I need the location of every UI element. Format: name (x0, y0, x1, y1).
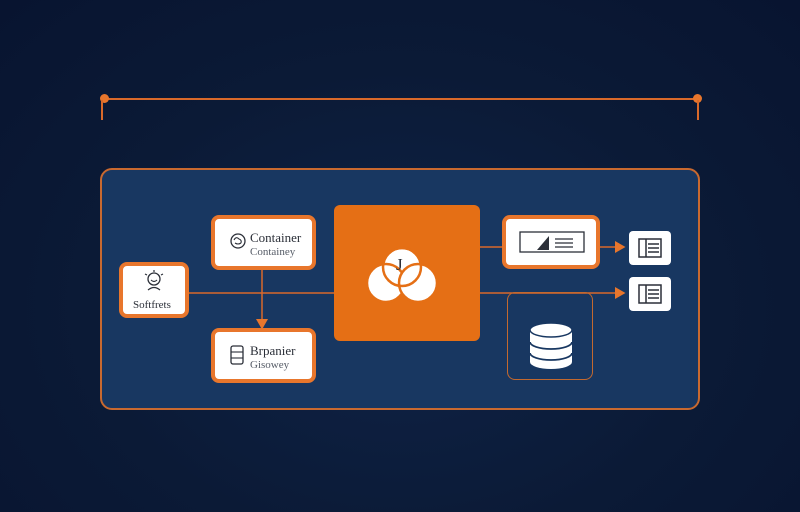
brain-gear-icon (230, 233, 246, 249)
timeline-end-dot (693, 94, 702, 103)
document-list-icon (638, 238, 662, 258)
cluster-circles-icon (365, 246, 439, 304)
gateway-title: Brpanier (250, 343, 296, 358)
source-label: Softfrets (133, 299, 171, 311)
monitor-node[interactable] (502, 215, 600, 269)
gateway-subtitle: Gisowey (250, 359, 290, 371)
gateway-node[interactable]: Brpanier Gisowey (211, 328, 316, 383)
timeline-bar (104, 98, 698, 100)
output-doc-bottom[interactable] (629, 277, 671, 311)
core-glyph: J (396, 255, 403, 274)
server-stack-icon (230, 345, 244, 365)
source-node[interactable]: Softfrets (119, 262, 189, 318)
timeline-end-tick (697, 100, 699, 120)
timeline-start-tick (101, 100, 103, 120)
document-list-icon (638, 284, 662, 304)
container-subtitle: Containey (250, 246, 296, 258)
timeline-start-dot (100, 94, 109, 103)
database-icon[interactable] (528, 322, 574, 370)
output-doc-top[interactable] (629, 231, 671, 265)
core-service-node[interactable]: J (334, 205, 480, 341)
person-icon (144, 270, 164, 291)
container-node[interactable]: Container Containey (211, 215, 316, 270)
database-container (507, 292, 593, 380)
container-title: Container (250, 230, 302, 245)
chart-window-icon (519, 231, 585, 253)
